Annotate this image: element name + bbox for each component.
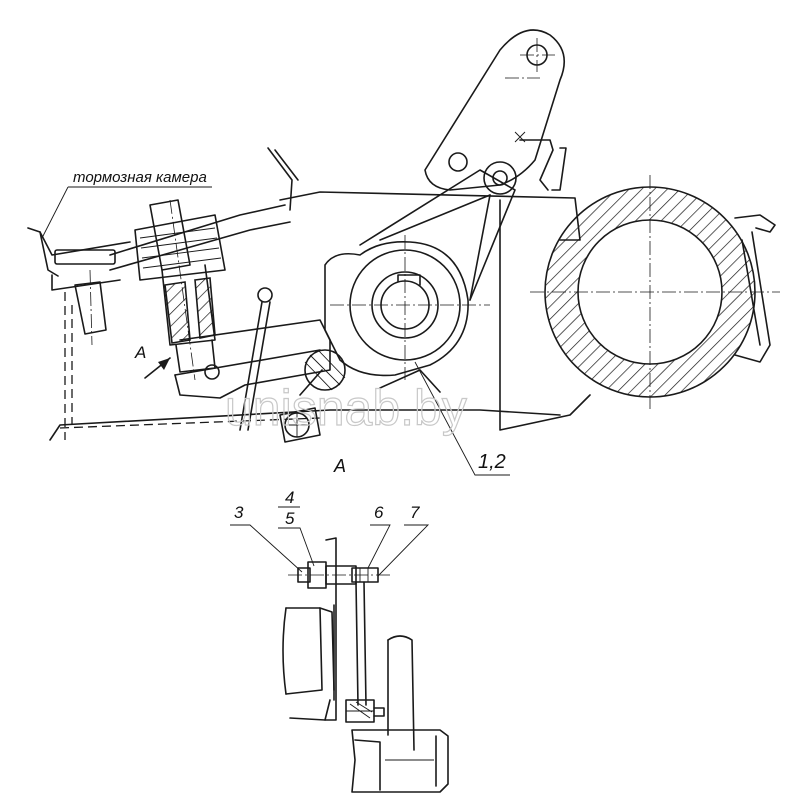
callout-7: 7 [410,503,420,522]
callout-6: 6 [374,503,384,522]
view-a-rod [345,581,385,723]
callout-3: 3 [234,503,244,522]
view-arrow: A [134,343,171,379]
adjuster-arm [359,169,516,301]
view-a-callouts: 3 4 5 6 7 [230,488,430,577]
chamber-mount [27,147,321,440]
callout-1-2: 1,2 [478,451,506,473]
callout-5: 5 [285,509,295,528]
watermark-text: unisnab.by [225,380,467,436]
callout-4: 4 [285,488,294,507]
spring-and-pushrod [134,199,226,381]
view-a: A 3 4 5 6 7 [230,456,449,793]
shaft-section [530,175,780,410]
adjuster-hub [324,235,490,380]
callout-1-2-leader: 1,2 [414,361,510,476]
main-view: 1,2 [27,29,780,476]
lower-lever [351,635,449,793]
brake-chamber-callout: тормозная камера [41,169,212,239]
link-rod [239,287,346,443]
view-arrow-label: A [134,343,146,362]
bracket-plate [282,537,337,721]
brake-chamber-label: тормозная камера [73,169,207,186]
view-a-title: A [333,456,346,476]
bolt-assembly [288,561,390,589]
upper-lever-arm [424,29,567,195]
